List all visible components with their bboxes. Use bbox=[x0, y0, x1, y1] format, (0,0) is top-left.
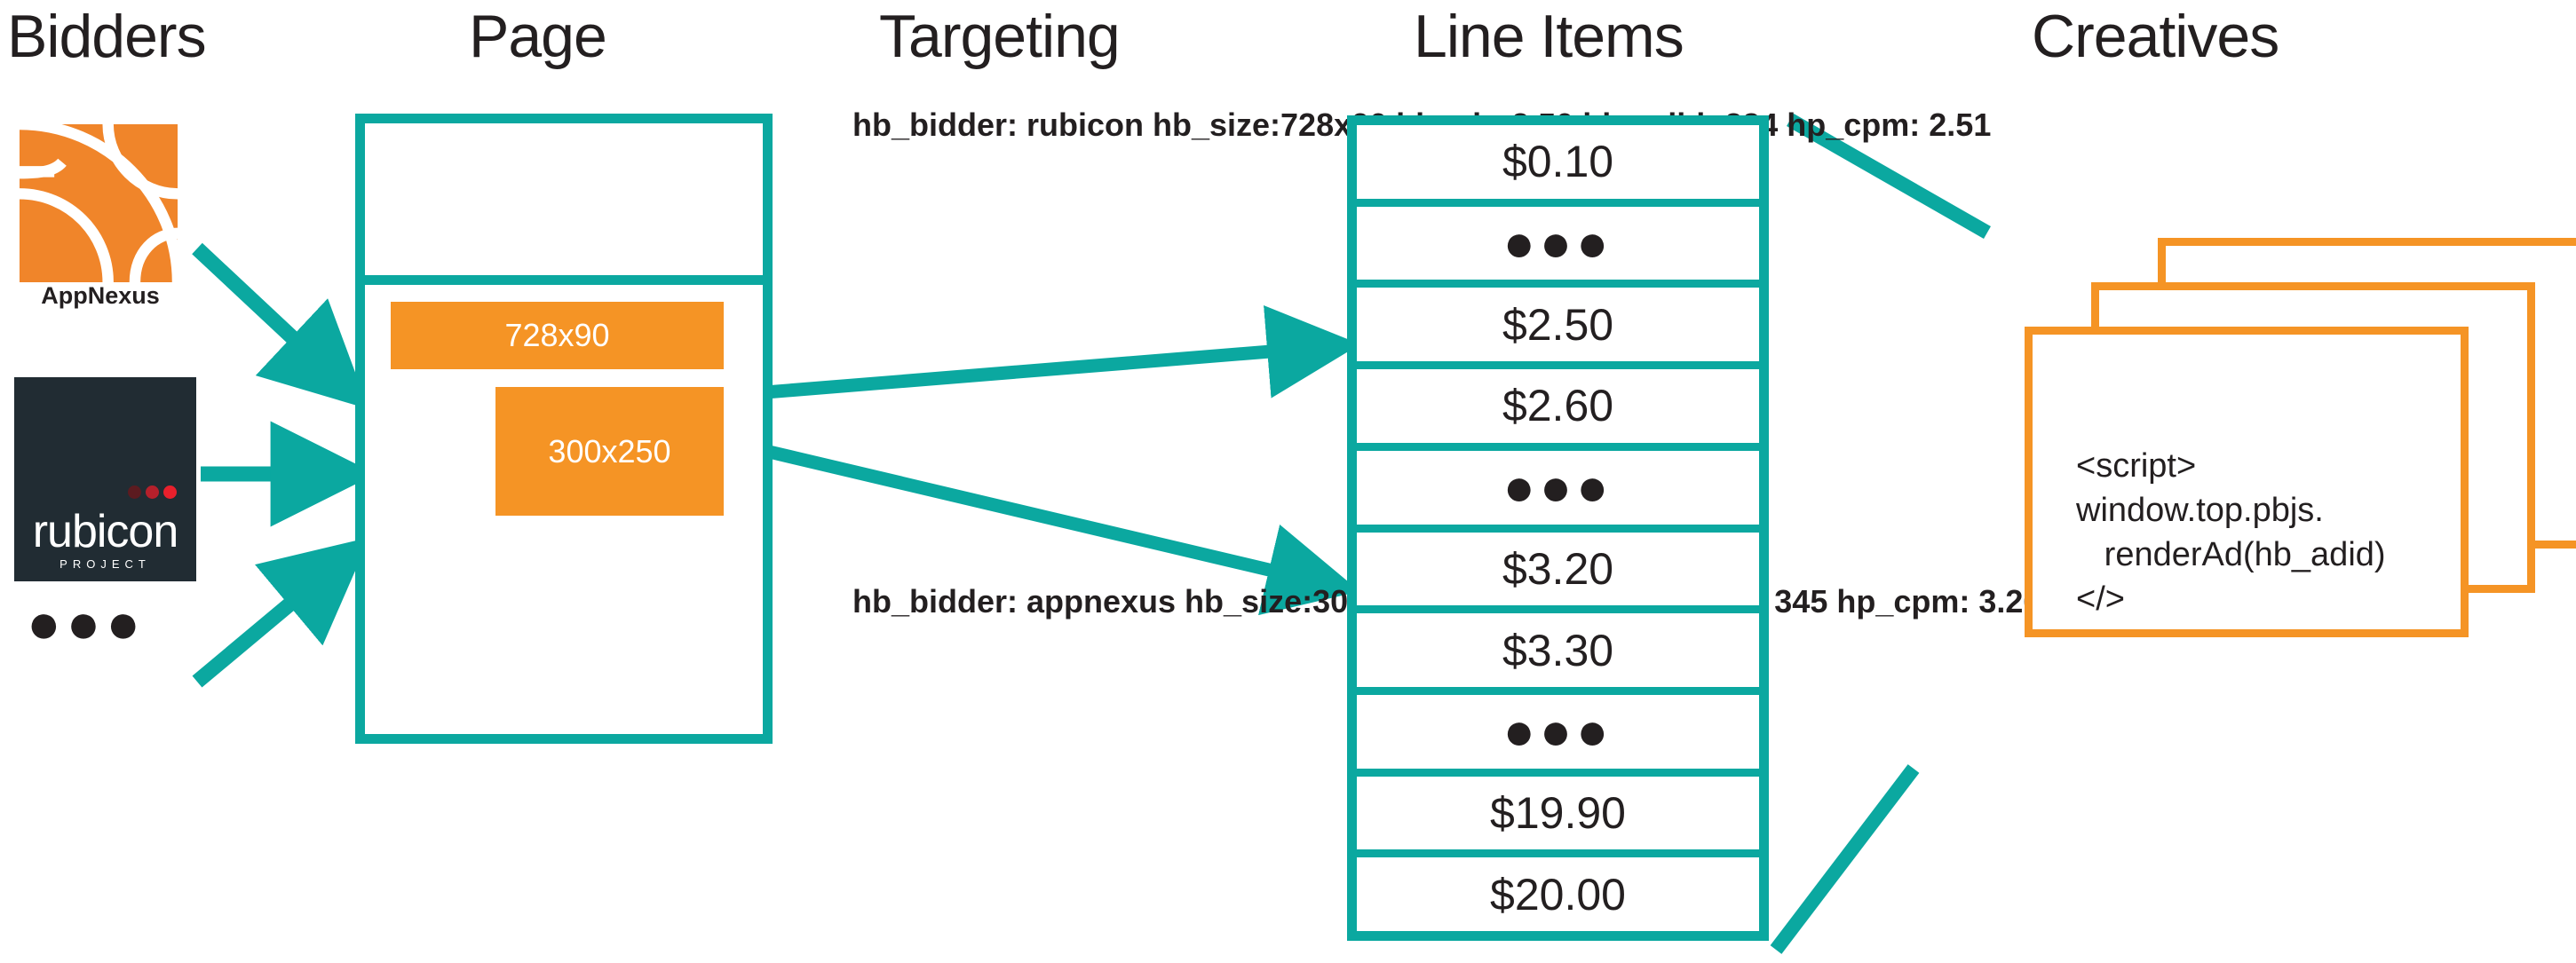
arrow-more-bidders-to-page bbox=[192, 537, 370, 688]
line-item-row-ellipsis[interactable]: ●●● bbox=[1357, 451, 1759, 533]
connector-lineitems-to-creatives-top bbox=[1787, 114, 1991, 239]
arrow-page-to-lineitem-250 bbox=[765, 304, 1360, 399]
line-item-row[interactable]: $3.20 bbox=[1357, 533, 1759, 614]
line-item-row[interactable]: $2.50 bbox=[1357, 288, 1759, 370]
rubicon-project-logo: rubicon PROJECT bbox=[14, 377, 196, 581]
appnexus-logo-label: AppNexus bbox=[41, 282, 160, 309]
line-items-list: $0.10●●●$2.50$2.60●●●$3.20$3.30●●●$19.90… bbox=[1347, 115, 1769, 941]
appnexus-logo-icon bbox=[20, 124, 178, 282]
column-header-bidders: Bidders bbox=[7, 3, 207, 70]
line-item-row[interactable]: $0.10 bbox=[1357, 125, 1759, 207]
rubicon-wordmark: rubicon bbox=[32, 506, 179, 557]
connector-lineitems-to-creatives-bottom bbox=[1770, 764, 1920, 954]
rubicon-dots-icon bbox=[123, 485, 177, 503]
line-item-row[interactable]: $3.30 bbox=[1357, 613, 1759, 695]
column-header-creatives: Creatives bbox=[2032, 3, 2279, 70]
column-header-page: Page bbox=[469, 3, 607, 70]
line-item-row[interactable]: $20.00 bbox=[1490, 869, 1626, 920]
creative-card-front[interactable] bbox=[2025, 327, 2469, 637]
line-item-row-ellipsis[interactable]: ●●● bbox=[1357, 207, 1759, 288]
ad-slot-728x90[interactable]: 728x90 bbox=[391, 302, 724, 369]
column-header-targeting: Targeting bbox=[879, 3, 1121, 70]
arrow-appnexus-to-page bbox=[192, 242, 369, 409]
line-item-row[interactable]: $19.90 bbox=[1357, 777, 1759, 858]
column-header-line-items: Line Items bbox=[1414, 3, 1684, 70]
rubicon-sub-label: PROJECT bbox=[59, 557, 151, 571]
arrow-page-to-lineitem-320 bbox=[764, 444, 1360, 616]
bidders-more-ellipsis: ●●● bbox=[27, 591, 146, 655]
page-header-divider bbox=[355, 275, 773, 285]
line-item-row-ellipsis[interactable]: ●●● bbox=[1357, 695, 1759, 777]
creative-code-snippet: <script> window.top.pbjs. renderAd(hb_ad… bbox=[2076, 447, 2386, 619]
line-item-row[interactable]: $2.60 bbox=[1357, 369, 1759, 451]
ad-slot-300x250[interactable]: 300x250 bbox=[495, 387, 724, 516]
